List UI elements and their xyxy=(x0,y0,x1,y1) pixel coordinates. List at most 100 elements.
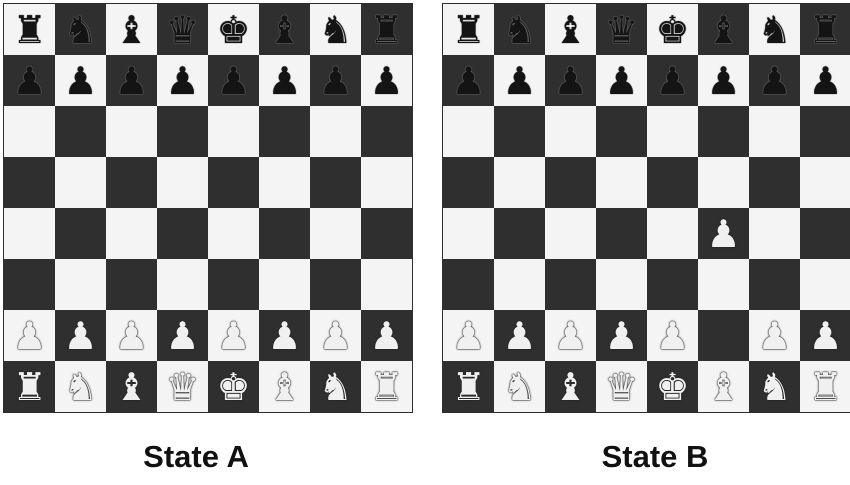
white-knight-icon[interactable]: ♞ xyxy=(63,368,97,406)
white-bishop-icon[interactable]: ♝ xyxy=(114,368,148,406)
square-b7[interactable]: ♟ xyxy=(494,55,545,106)
square-g8[interactable]: ♞ xyxy=(749,4,800,55)
square-f8[interactable]: ♝ xyxy=(698,4,749,55)
black-rook-icon[interactable]: ♜ xyxy=(369,11,403,49)
square-f7[interactable]: ♟ xyxy=(259,55,310,106)
square-b1[interactable]: ♞ xyxy=(494,361,545,412)
square-c6[interactable] xyxy=(106,106,157,157)
white-knight-icon[interactable]: ♞ xyxy=(318,368,352,406)
square-c2[interactable]: ♟ xyxy=(106,310,157,361)
square-b4[interactable] xyxy=(55,208,106,259)
square-f4[interactable] xyxy=(259,208,310,259)
square-c5[interactable] xyxy=(545,157,596,208)
square-f1[interactable]: ♝ xyxy=(259,361,310,412)
black-pawn-icon[interactable]: ♟ xyxy=(553,62,587,100)
black-knight-icon[interactable]: ♞ xyxy=(63,11,97,49)
square-b4[interactable] xyxy=(494,208,545,259)
square-e5[interactable] xyxy=(647,157,698,208)
white-pawn-icon[interactable]: ♟ xyxy=(63,317,97,355)
square-a4[interactable] xyxy=(443,208,494,259)
square-a5[interactable] xyxy=(4,157,55,208)
square-e7[interactable]: ♟ xyxy=(208,55,259,106)
square-c7[interactable]: ♟ xyxy=(545,55,596,106)
white-pawn-icon[interactable]: ♟ xyxy=(318,317,352,355)
black-pawn-icon[interactable]: ♟ xyxy=(604,62,638,100)
square-b8[interactable]: ♞ xyxy=(55,4,106,55)
white-pawn-icon[interactable]: ♟ xyxy=(502,317,536,355)
black-pawn-icon[interactable]: ♟ xyxy=(502,62,536,100)
square-f2[interactable] xyxy=(698,310,749,361)
white-queen-icon[interactable]: ♛ xyxy=(165,368,199,406)
square-h6[interactable] xyxy=(800,106,850,157)
square-e5[interactable] xyxy=(208,157,259,208)
square-f5[interactable] xyxy=(259,157,310,208)
square-d8[interactable]: ♛ xyxy=(596,4,647,55)
square-d2[interactable]: ♟ xyxy=(596,310,647,361)
square-g2[interactable]: ♟ xyxy=(310,310,361,361)
square-d1[interactable]: ♛ xyxy=(596,361,647,412)
square-d4[interactable] xyxy=(157,208,208,259)
square-g4[interactable] xyxy=(310,208,361,259)
square-a1[interactable]: ♜ xyxy=(4,361,55,412)
square-g5[interactable] xyxy=(310,157,361,208)
white-pawn-icon[interactable]: ♟ xyxy=(706,215,740,253)
square-e1[interactable]: ♚ xyxy=(208,361,259,412)
square-a5[interactable] xyxy=(443,157,494,208)
square-c8[interactable]: ♝ xyxy=(545,4,596,55)
black-king-icon[interactable]: ♚ xyxy=(655,11,689,49)
black-bishop-icon[interactable]: ♝ xyxy=(553,11,587,49)
square-a7[interactable]: ♟ xyxy=(4,55,55,106)
square-a2[interactable]: ♟ xyxy=(443,310,494,361)
black-knight-icon[interactable]: ♞ xyxy=(757,11,791,49)
square-c8[interactable]: ♝ xyxy=(106,4,157,55)
square-e2[interactable]: ♟ xyxy=(208,310,259,361)
square-a3[interactable] xyxy=(4,259,55,310)
square-e4[interactable] xyxy=(208,208,259,259)
square-d7[interactable]: ♟ xyxy=(596,55,647,106)
square-g3[interactable] xyxy=(310,259,361,310)
square-b5[interactable] xyxy=(55,157,106,208)
square-a3[interactable] xyxy=(443,259,494,310)
square-h4[interactable] xyxy=(361,208,412,259)
square-b2[interactable]: ♟ xyxy=(55,310,106,361)
black-pawn-icon[interactable]: ♟ xyxy=(216,62,250,100)
square-d8[interactable]: ♛ xyxy=(157,4,208,55)
white-knight-icon[interactable]: ♞ xyxy=(502,368,536,406)
square-f2[interactable]: ♟ xyxy=(259,310,310,361)
square-f3[interactable] xyxy=(259,259,310,310)
square-f1[interactable]: ♝ xyxy=(698,361,749,412)
square-b7[interactable]: ♟ xyxy=(55,55,106,106)
square-b8[interactable]: ♞ xyxy=(494,4,545,55)
square-c3[interactable] xyxy=(545,259,596,310)
square-a6[interactable] xyxy=(443,106,494,157)
white-rook-icon[interactable]: ♜ xyxy=(451,368,485,406)
white-pawn-icon[interactable]: ♟ xyxy=(12,317,46,355)
square-h5[interactable] xyxy=(800,157,850,208)
square-h5[interactable] xyxy=(361,157,412,208)
square-d5[interactable] xyxy=(596,157,647,208)
square-h2[interactable]: ♟ xyxy=(361,310,412,361)
black-bishop-icon[interactable]: ♝ xyxy=(706,11,740,49)
square-c5[interactable] xyxy=(106,157,157,208)
square-g7[interactable]: ♟ xyxy=(749,55,800,106)
square-a7[interactable]: ♟ xyxy=(443,55,494,106)
white-king-icon[interactable]: ♚ xyxy=(655,368,689,406)
white-pawn-icon[interactable]: ♟ xyxy=(808,317,842,355)
square-f3[interactable] xyxy=(698,259,749,310)
white-rook-icon[interactable]: ♜ xyxy=(369,368,403,406)
square-h2[interactable]: ♟ xyxy=(800,310,850,361)
black-bishop-icon[interactable]: ♝ xyxy=(114,11,148,49)
white-pawn-icon[interactable]: ♟ xyxy=(114,317,148,355)
square-g8[interactable]: ♞ xyxy=(310,4,361,55)
black-pawn-icon[interactable]: ♟ xyxy=(165,62,199,100)
square-d6[interactable] xyxy=(157,106,208,157)
white-pawn-icon[interactable]: ♟ xyxy=(553,317,587,355)
white-pawn-icon[interactable]: ♟ xyxy=(216,317,250,355)
square-h1[interactable]: ♜ xyxy=(361,361,412,412)
square-c1[interactable]: ♝ xyxy=(106,361,157,412)
white-bishop-icon[interactable]: ♝ xyxy=(706,368,740,406)
square-c1[interactable]: ♝ xyxy=(545,361,596,412)
square-h8[interactable]: ♜ xyxy=(800,4,850,55)
square-f4[interactable]: ♟ xyxy=(698,208,749,259)
square-b2[interactable]: ♟ xyxy=(494,310,545,361)
